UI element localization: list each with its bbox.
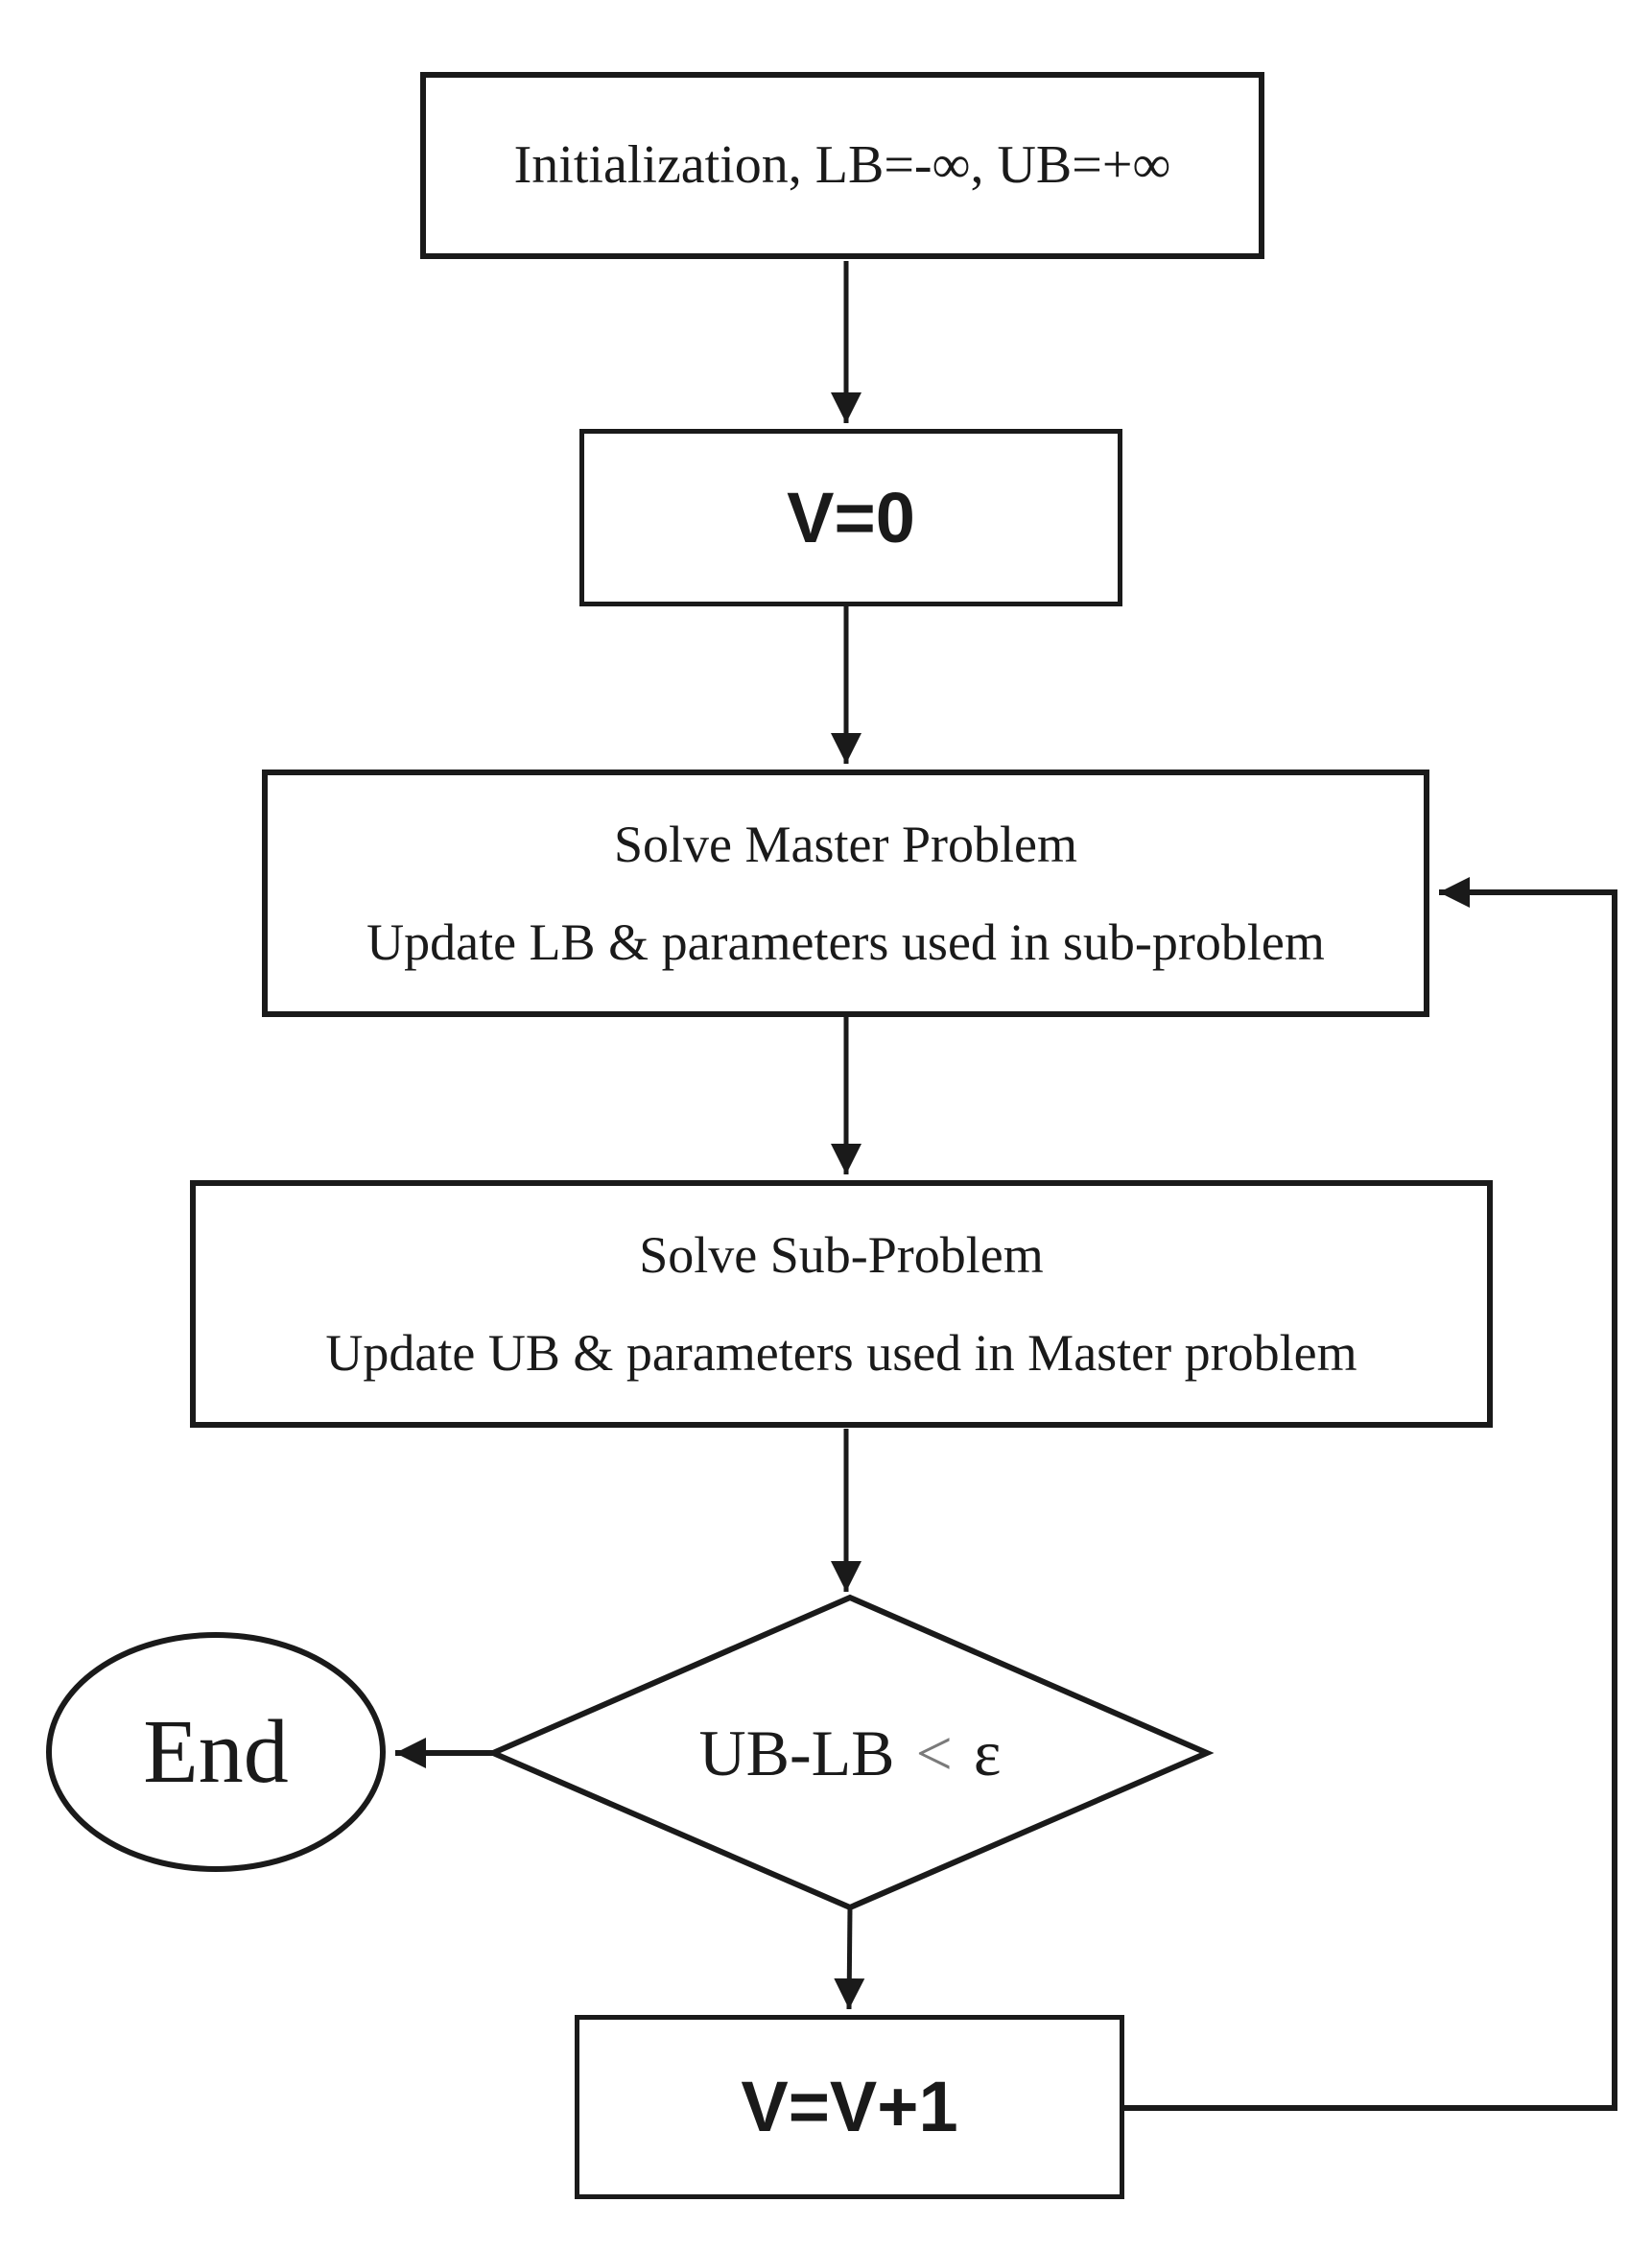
- node-v-equals-0: V=0: [579, 429, 1122, 606]
- end-ellipse-shape: [46, 1632, 386, 1872]
- node-sub-line2: Update UB & parameters used in Master pr…: [325, 1324, 1357, 1383]
- node-solve-master-problem: Solve Master Problem Update LB & paramet…: [262, 770, 1429, 1017]
- node-v-increment: V=V+1: [575, 2015, 1124, 2199]
- node-master-line1: Solve Master Problem: [614, 815, 1077, 873]
- feedback-loop-line: [1124, 877, 1617, 2111]
- node-v-equals-0-label: V=0: [787, 477, 915, 557]
- decision-lhs: UB-LB: [698, 1716, 895, 1789]
- node-master-line2: Update LB & parameters used in sub-probl…: [366, 913, 1325, 972]
- decision-diamond-shape: [485, 1594, 1215, 1911]
- node-end-label: End: [82, 1685, 350, 1819]
- arrow-decision-to-increment: [834, 1907, 865, 2010]
- node-v-increment-label: V=V+1: [741, 2067, 958, 2147]
- node-initialization-label: Initialization, LB=-∞, UB=+∞: [513, 135, 1171, 196]
- decision-condition-label: UB-LB < ε: [524, 1691, 1176, 1815]
- decision-rhs: ε: [973, 1716, 1002, 1789]
- node-sub-line1: Solve Sub-Problem: [639, 1225, 1044, 1284]
- node-initialization: Initialization, LB=-∞, UB=+∞: [420, 72, 1264, 259]
- node-solve-sub-problem: Solve Sub-Problem Update UB & parameters…: [190, 1180, 1493, 1428]
- decision-operator: <: [915, 1716, 953, 1789]
- end-text: End: [143, 1702, 289, 1802]
